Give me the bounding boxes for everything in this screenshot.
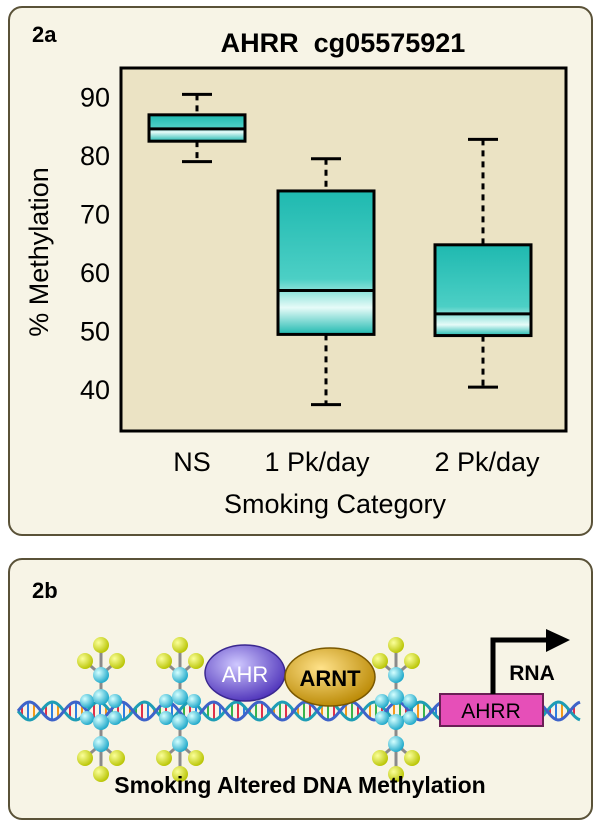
y-tick-label: 60 [80,258,110,288]
y-tick-label: 90 [80,82,110,112]
y-tick-label: 40 [80,375,110,405]
y-axis-label: % Methylation [24,167,54,337]
y-tick-label: 70 [80,199,110,229]
y-tick-label: 50 [80,316,110,346]
x-axis-label: Smoking Category [224,489,447,519]
boxplot-chart: AHRR cg05575921 40 50 60 70 80 90 NS 1 Pk/day 2… [24,28,568,519]
x-tick-label: 1 Pk/day [264,447,370,477]
box-iqr [433,243,533,338]
panel-2a-label: 2a [32,22,57,47]
chart-title: AHRR cg05575921 [221,28,466,58]
panel-2b-label: 2b [32,578,58,603]
y-tick-label: 80 [80,141,110,171]
panel-2b: 2b [8,558,593,820]
x-tick-label: NS [173,447,211,477]
x-tick-label: 2 Pk/day [434,447,540,477]
box-iqr [276,189,376,336]
